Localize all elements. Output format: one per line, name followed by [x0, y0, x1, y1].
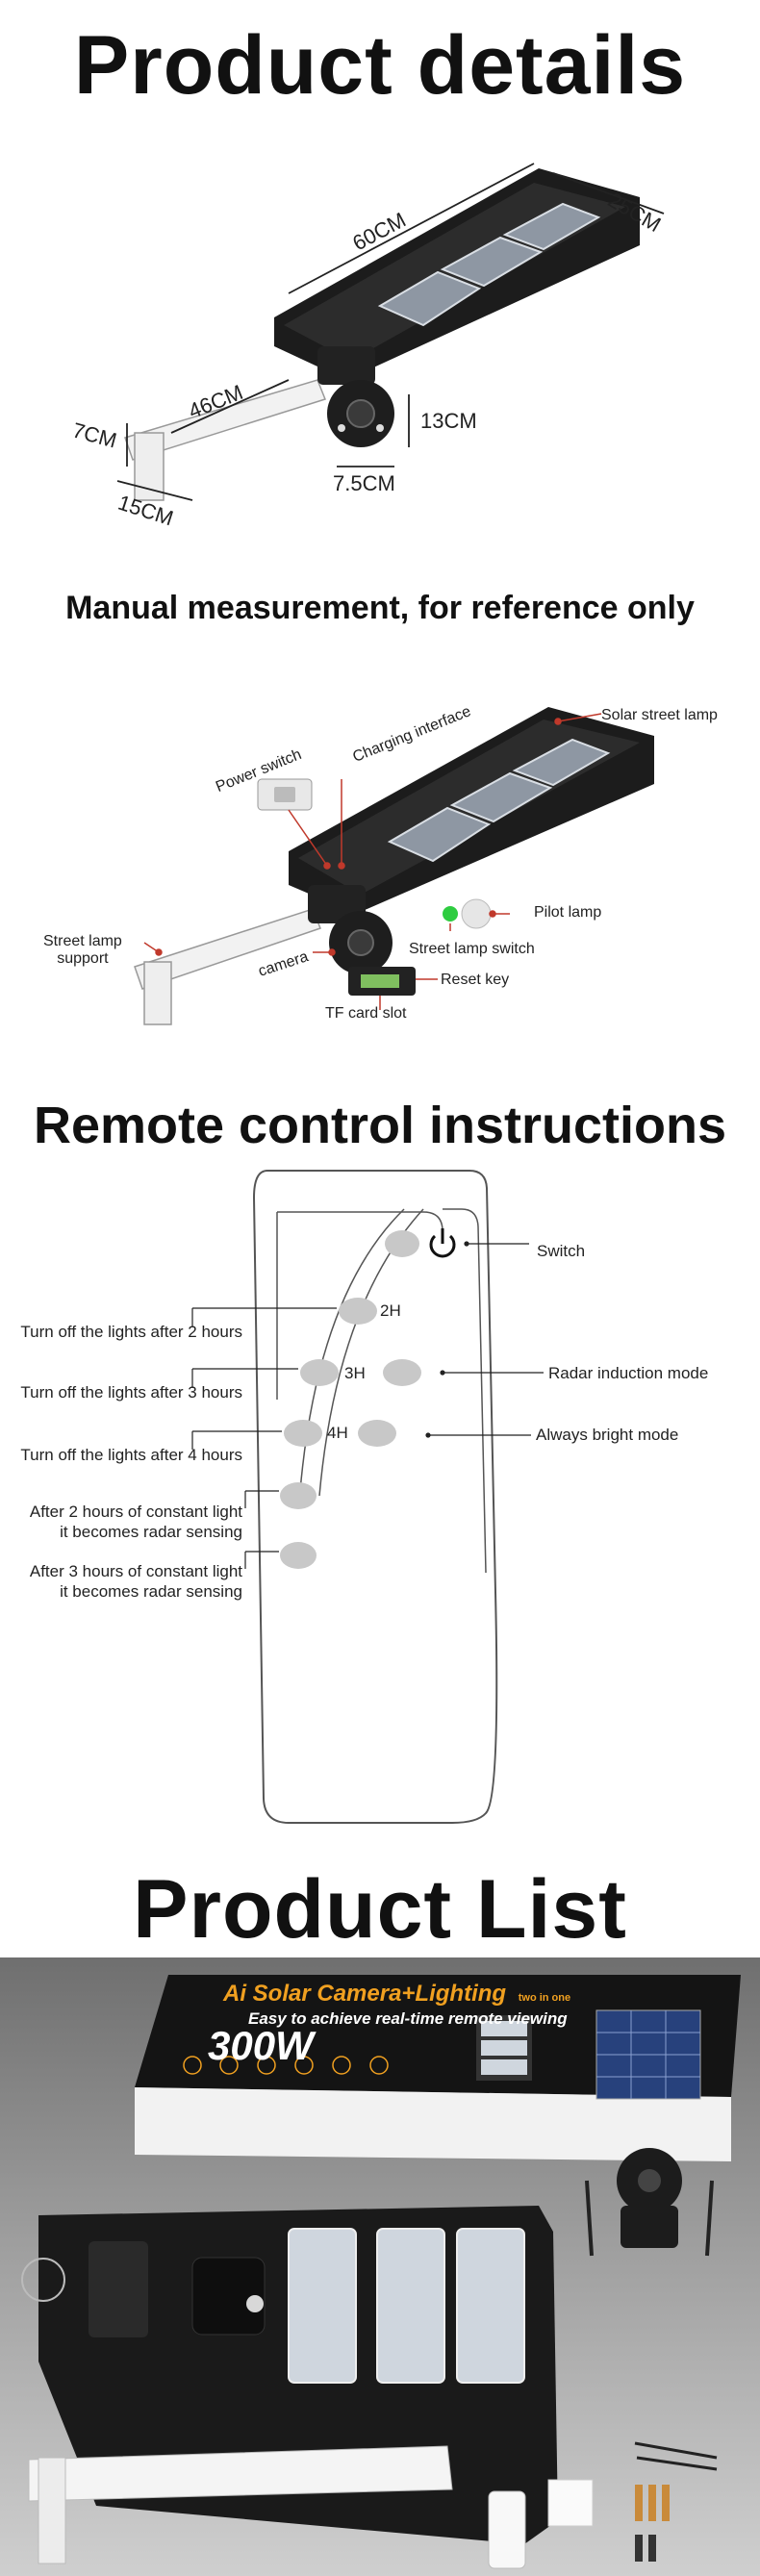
power-icon	[429, 1228, 456, 1258]
label-off-2h: Turn off the lights after 2 hours	[20, 1323, 242, 1341]
remote-control-drawing	[191, 1170, 544, 1824]
label-always-bright-mode: Always bright mode	[536, 1426, 679, 1444]
label-tf-card-slot: TF card slot	[325, 1005, 407, 1022]
label-radar-induction-mode: Radar induction mode	[548, 1364, 709, 1382]
label-radar-after-3h: After 3 hours of constant light it becom…	[29, 1562, 242, 1601]
label-radar-after-2h: After 2 hours of constant light it becom…	[29, 1503, 242, 1541]
lamp-body	[124, 168, 640, 501]
box-title-tag: two in one	[518, 1992, 571, 2004]
product-list-title: Product List	[133, 1863, 627, 1956]
measurement-note: Manual measurement, for reference only	[65, 590, 695, 626]
label-switch: Switch	[537, 1242, 586, 1260]
label-solar-street-lamp: Solar street lamp	[601, 707, 718, 723]
remote-button-3h: 3H	[344, 1364, 366, 1382]
product-details-title: Product details	[73, 19, 687, 112]
remote-instructions-title: Remote control instructions	[33, 1097, 727, 1154]
label-reset-key: Reset key	[441, 972, 510, 988]
remote-button-4h: 4H	[327, 1424, 348, 1442]
box-title-text: Ai Solar Camera+Lighting	[223, 1981, 507, 2007]
dim-camera-width: 7.5CM	[333, 471, 395, 495]
dim-camera-height: 13CM	[420, 409, 477, 433]
box-subtitle: Easy to achieve real-time remote viewing	[248, 2009, 568, 2028]
remote-button-2h: 2H	[380, 1301, 401, 1320]
lamp-dimension-drawing	[116, 163, 665, 501]
box-wattage: 300W	[208, 2023, 314, 2068]
box-title: Ai Solar Camera+Lighting two in one	[223, 1981, 570, 2008]
label-off-4h: Turn off the lights after 4 hours	[20, 1446, 242, 1464]
label-street-lamp-switch: Street lamp switch	[409, 941, 535, 957]
lamp-components-drawing	[134, 707, 654, 1025]
product-list-photo: Ai Solar Camera+Lighting two in one Easy…	[0, 1957, 760, 2576]
label-pilot-lamp: Pilot lamp	[534, 904, 602, 921]
label-off-3h: Turn off the lights after 3 hours	[20, 1383, 242, 1402]
label-street-lamp-support: Street lamp support	[43, 933, 122, 967]
